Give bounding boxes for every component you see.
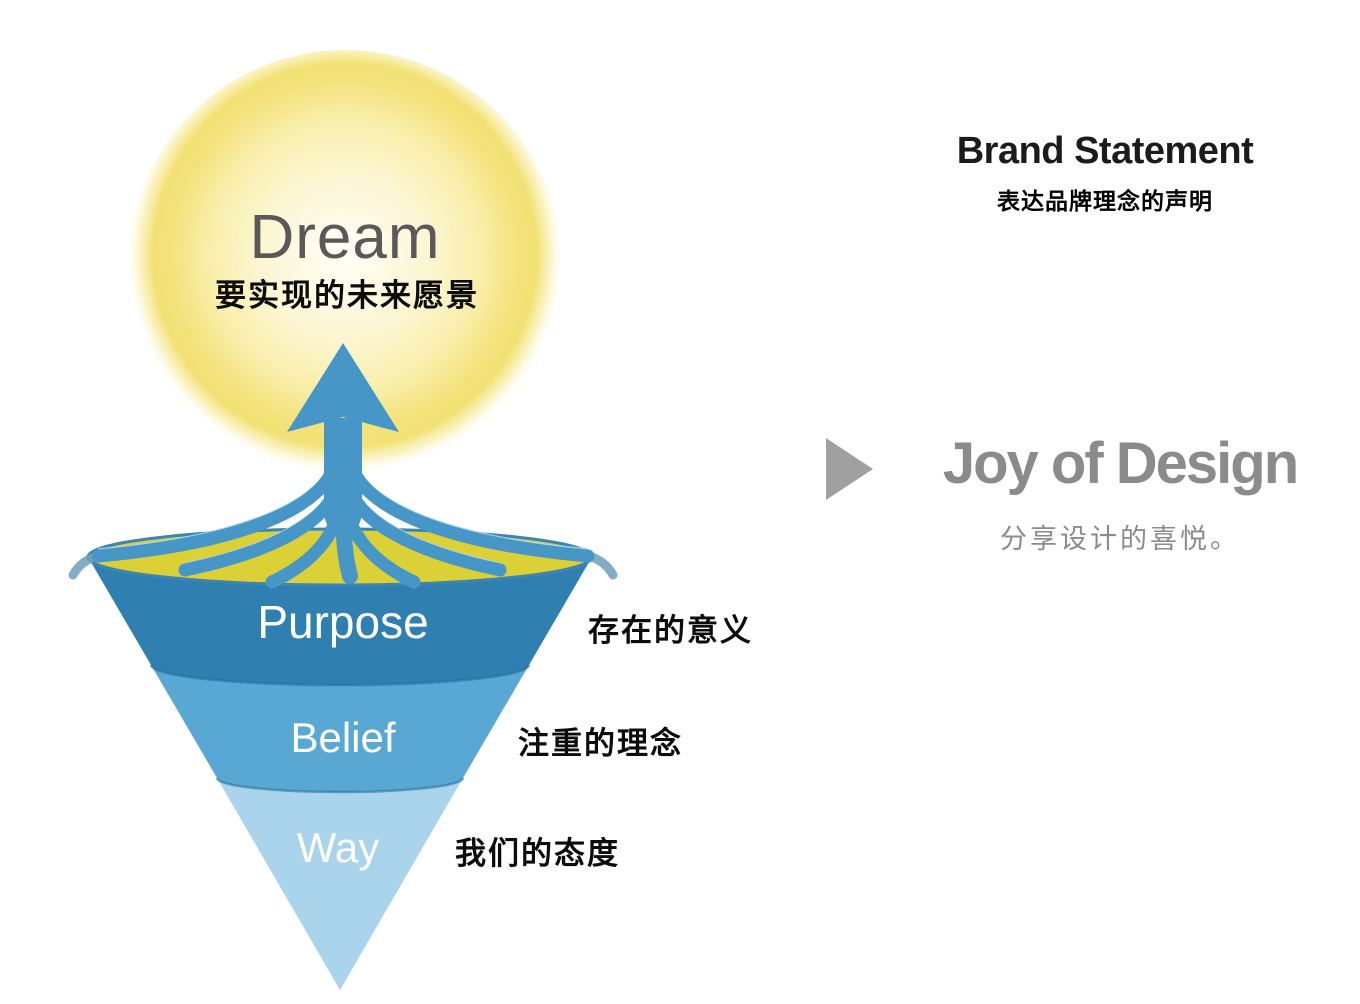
funnel-label-belief: Belief [290,714,395,761]
pointer-triangle-icon [826,438,873,500]
funnel-label-way: Way [297,824,379,871]
slogan-text: Joy of Design [942,431,1299,496]
funnel-band-belief [151,665,529,792]
slogan-subtext: 分享设计的喜悦。 [1000,524,1240,554]
funnel-annotation-way: 我们的态度 [455,836,620,871]
dream-sublabel: 要实现的未来愿景 [215,278,479,313]
up-arrow-icon [287,343,399,536]
arrow-head [287,343,399,432]
slogan-block: Joy of Design 分享设计的喜悦。 [920,430,1320,556]
funnel-band-purpose [88,557,592,685]
brand-statement-title: Brand Statement [956,130,1254,172]
brand-statement-header: Brand Statement 表达品牌理念的声明 [900,130,1310,216]
funnel-separator-1 [149,664,531,687]
funnel-annotation-purpose: 存在的意义 [588,613,753,648]
dream-label: Dream [249,203,440,272]
brand-statement-subtitle: 表达品牌理念的声明 [997,188,1213,214]
funnel-label-purpose: Purpose [257,596,428,648]
arrow-shaft [324,418,362,536]
funnel-band-way [217,778,463,990]
funnel-diagram: Dream 要实现的未来愿景 [68,50,753,990]
funnel-separator-2 [215,777,465,794]
dream-glow-circle [127,50,563,486]
funnel-annotation-belief: 注重的理念 [518,726,683,761]
